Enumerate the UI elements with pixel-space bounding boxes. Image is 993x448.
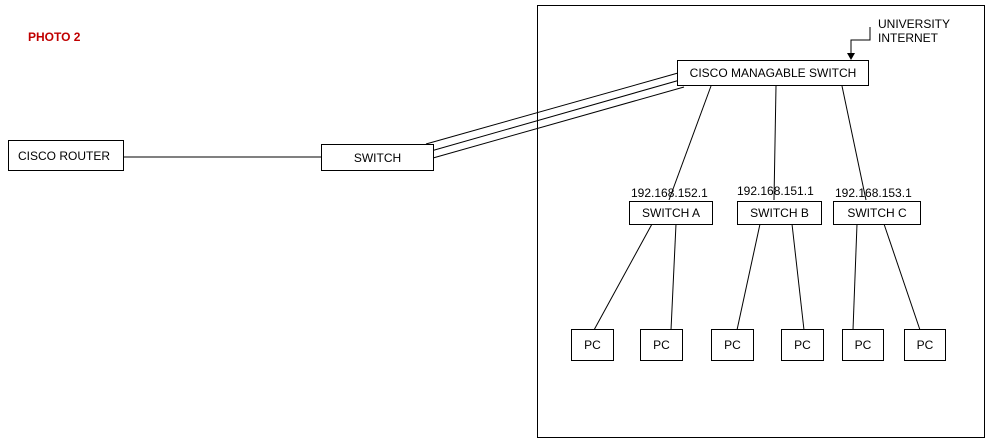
switch-a-ip-label: 192.168.152.1 xyxy=(631,186,708,200)
switch-a-pc2-link xyxy=(670,223,677,331)
pc-node-1: PC xyxy=(571,329,614,361)
switch-c-pc6-link xyxy=(883,223,921,331)
switch-a-node: SWITCH A xyxy=(629,201,713,225)
university-internet-label-line2: INTERNET xyxy=(878,31,938,45)
cisco-managed-switch-node: CISCO MANAGABLE SWITCH xyxy=(677,60,869,86)
switch-managed-link-1 xyxy=(425,72,679,145)
switch-c-ip-label: 192.168.153.1 xyxy=(835,186,912,200)
internet-arrow-head xyxy=(847,53,855,60)
switch-managed-link-2 xyxy=(430,79,681,152)
switch-b-ip-label: 192.168.151.1 xyxy=(737,184,814,198)
switch-node: SWITCH xyxy=(321,144,434,171)
switch-managed-link-3 xyxy=(432,86,685,159)
university-internet-label-line1: UNIVERSITY xyxy=(878,17,951,31)
pc-node-5: PC xyxy=(842,329,884,361)
switch-c-node: SWITCH C xyxy=(833,201,921,225)
switch-a-pc1-link xyxy=(593,223,653,331)
managed-switch-b-link xyxy=(773,85,777,201)
managed-switch-c-link xyxy=(841,85,867,201)
switch-b-pc4-link xyxy=(791,223,805,331)
photo-label: PHOTO 2 xyxy=(28,30,81,44)
pc-node-4: PC xyxy=(781,329,824,361)
university-network-frame xyxy=(537,5,985,438)
university-internet-label: UNIVERSITY INTERNET xyxy=(878,17,950,45)
managed-switch-a-link xyxy=(668,85,712,201)
pc-node-2: PC xyxy=(640,329,683,361)
cisco-router-node: CISCO ROUTER xyxy=(8,140,124,171)
internet-arrow-line xyxy=(850,27,871,54)
switch-b-pc3-link xyxy=(736,223,761,331)
pc-node-3: PC xyxy=(711,329,754,361)
pc-node-6: PC xyxy=(904,329,946,361)
switch-c-pc5-link xyxy=(852,223,858,331)
switch-b-node: SWITCH B xyxy=(737,201,822,225)
